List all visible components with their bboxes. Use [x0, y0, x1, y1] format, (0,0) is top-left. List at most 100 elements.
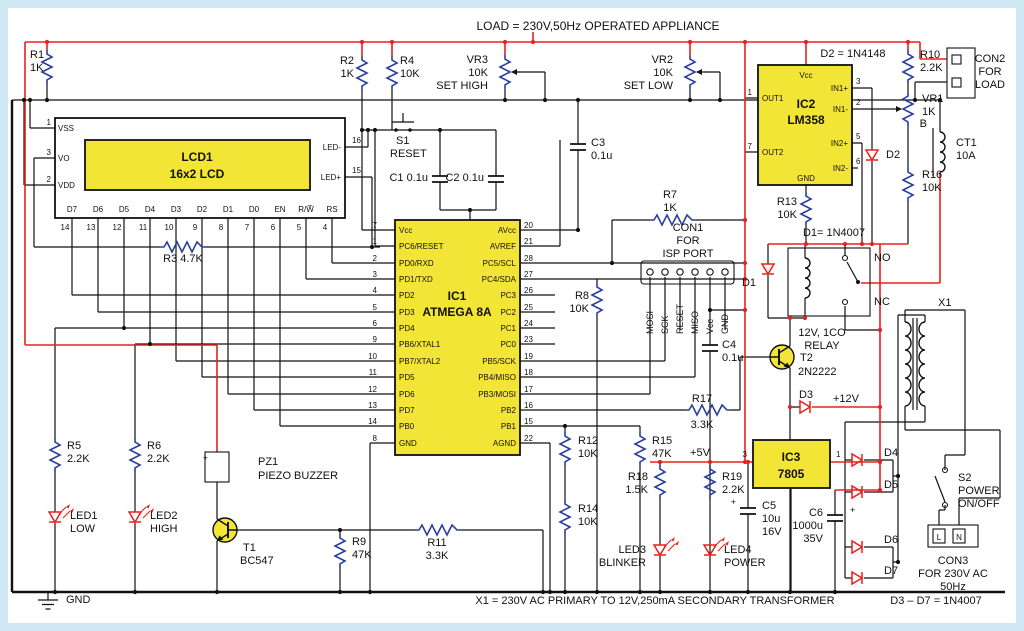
ic1-part: ATMEGA 8A	[422, 305, 492, 319]
con3-line3: 50Hz	[940, 581, 966, 593]
load-note: LOAD = 230V,50Hz OPERATED APPLIANCE	[476, 19, 719, 33]
ic1-pin: PB0	[399, 422, 415, 431]
ic2-name: IC2	[797, 97, 816, 111]
ic1-pin-num: 1	[373, 237, 378, 246]
ic1-pin: AGND	[493, 439, 516, 448]
ic1-pin: AVcc	[498, 226, 516, 235]
con3-pin-n-label: N	[956, 533, 962, 542]
d7-ref: D7	[884, 565, 898, 577]
con1-pin-reset: RESET	[675, 303, 685, 334]
transistor-t2	[769, 344, 795, 370]
ic2-pin-num: 3	[856, 77, 861, 86]
con1-pin-vcc: Vcc	[705, 318, 715, 334]
lcd-pin-num: 1	[47, 118, 52, 127]
ic1-pin-num: 25	[524, 303, 533, 312]
led4-ref: LED4	[724, 544, 752, 556]
t1-part: BC547	[240, 555, 274, 567]
switch-s2	[941, 466, 949, 509]
lcd-pin-vdd: VDD	[58, 181, 75, 190]
lcd-pin-vss: VSS	[58, 124, 74, 133]
ic1-pin-num: 14	[368, 417, 377, 426]
ic3-body	[752, 439, 831, 489]
lcd-pin: D1	[223, 205, 234, 214]
ic2-pin-num: 7	[748, 142, 753, 151]
r7-val: 1K	[663, 202, 677, 214]
r16-val: 10K	[922, 182, 942, 194]
ic2-pin-in2p: IN2+	[831, 139, 848, 148]
led4-label: POWER	[724, 557, 766, 569]
ic1-pin: PC6/RESET	[399, 242, 444, 251]
gnd-label: GND	[66, 594, 91, 606]
lcd-name: LCD1	[181, 150, 213, 164]
ct1-ref: CT1	[956, 137, 977, 149]
ic1-pin-num: 5	[373, 303, 378, 312]
ic1-pin-num: 9	[373, 335, 378, 344]
con3-pin-l-label: L	[937, 533, 942, 542]
r17-ref: R17	[692, 393, 712, 405]
buzzer-body	[204, 451, 230, 483]
r17-val: 3.3K	[691, 419, 714, 431]
ic1-pin-num: 18	[524, 368, 533, 377]
led1-label: LOW	[70, 523, 96, 535]
d1-note: D1= 1N4007	[803, 227, 865, 239]
ic1-pin-num: 27	[524, 270, 533, 279]
d1-ref: D1	[742, 277, 756, 289]
switch-s1-button	[394, 128, 412, 132]
con1-line3: ISP PORT	[663, 248, 714, 260]
c3-ref: C3	[591, 137, 605, 149]
ic1-pin: PB1	[501, 422, 517, 431]
ic1-pin: PC5/SCL	[483, 259, 517, 268]
r1-val: 1K	[30, 62, 44, 74]
r15-ref: R15	[652, 435, 672, 447]
r14-val: 10K	[578, 516, 598, 528]
led3-ref: LED3	[618, 544, 646, 556]
r19-ref: R19	[722, 471, 742, 483]
ic1-pin-num: 28	[524, 254, 533, 263]
ic2-pin-num: 6	[856, 157, 861, 166]
ic1-pin: PD1/TXD	[399, 275, 433, 284]
ic1-pin: PB2	[501, 406, 517, 415]
c5-val: 10u	[762, 513, 780, 525]
r14-ref: R14	[578, 503, 598, 515]
r10-ref: R10	[920, 49, 940, 61]
d3-ref: D3	[799, 389, 813, 401]
con3-pin-l	[932, 528, 946, 544]
vr3-val: 10K	[468, 67, 488, 79]
lcd-pin: EN	[274, 205, 285, 214]
ic2-pin-num: 2	[856, 98, 861, 107]
ic1-pin-num: 6	[373, 319, 378, 328]
r5-ref: R5	[67, 440, 81, 452]
con2-pin	[951, 54, 962, 65]
ic1-pin-num: 13	[368, 401, 377, 410]
con3-line2: FOR 230V AC	[918, 568, 988, 580]
lcd-pin: D6	[93, 205, 104, 214]
ic1-pin: PC1	[500, 324, 516, 333]
r1-ref: R1	[30, 49, 44, 61]
vr1-val: 1K	[922, 106, 936, 118]
r13-val: 10K	[777, 209, 797, 221]
con2-pin	[951, 77, 962, 88]
ic3-name: IC3	[782, 450, 801, 464]
d4-ref: D4	[884, 447, 898, 459]
lcd-pin: RS	[326, 205, 337, 214]
vr2-ref: VR2	[652, 54, 673, 66]
con3-pin-n	[952, 528, 966, 544]
lcd-pin-num: 4	[323, 223, 328, 232]
c3-val: 0.1u	[591, 150, 612, 162]
ic1-pin-num: 22	[524, 434, 533, 443]
r12-val: 10K	[578, 448, 598, 460]
c6-val: 1000u	[792, 520, 823, 532]
ic1-pin: Vcc	[399, 226, 412, 235]
con2-connector	[946, 47, 976, 99]
ic1-pin-num: 4	[373, 286, 378, 295]
c4-ref: C4	[722, 339, 736, 351]
ic1-pin: GND	[399, 439, 417, 448]
ic2-pin-gnd: GND	[797, 174, 815, 183]
t1-ref: T1	[243, 542, 256, 554]
con1-connector	[640, 260, 735, 285]
lcd-pin: D7	[67, 205, 78, 214]
r13-ref: R13	[777, 196, 797, 208]
ic2-pin-num: 1	[748, 88, 753, 97]
relay-contacts	[841, 254, 860, 306]
ic1-pin: PC4/SDA	[482, 275, 517, 284]
